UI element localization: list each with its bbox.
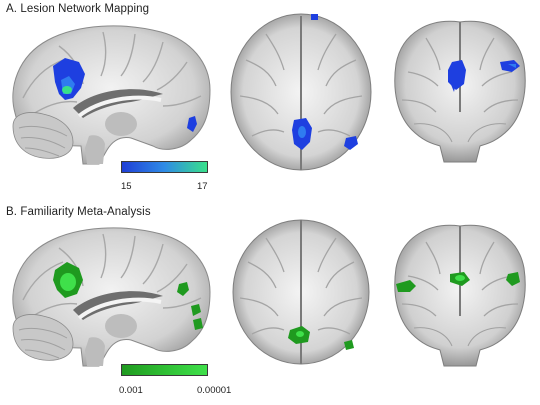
panel-b-colorbar	[121, 364, 208, 376]
panel-a-title: A. Lesion Network Mapping	[6, 3, 150, 15]
panel-a-sagittal-brain	[12, 25, 211, 165]
panel-b-coronal-brain	[394, 224, 526, 367]
panel-b-colorbar-max-label: 0.00001	[197, 385, 232, 396]
panel-b-colorbar-min-label: 0.001	[119, 385, 143, 396]
panel-b-sagittal-brain	[12, 227, 211, 367]
panel-a-axial-brain	[230, 13, 372, 171]
panel-a-colorbar-max-label: 17	[197, 181, 208, 192]
panel-a-colorbar-min-label: 15	[121, 181, 132, 192]
panel-b-title: B. Familiarity Meta-Analysis	[6, 206, 151, 218]
panel-a-coronal-brain	[394, 20, 526, 163]
panel-a-colorbar	[121, 161, 208, 173]
panel-b-axial-brain	[232, 219, 370, 365]
